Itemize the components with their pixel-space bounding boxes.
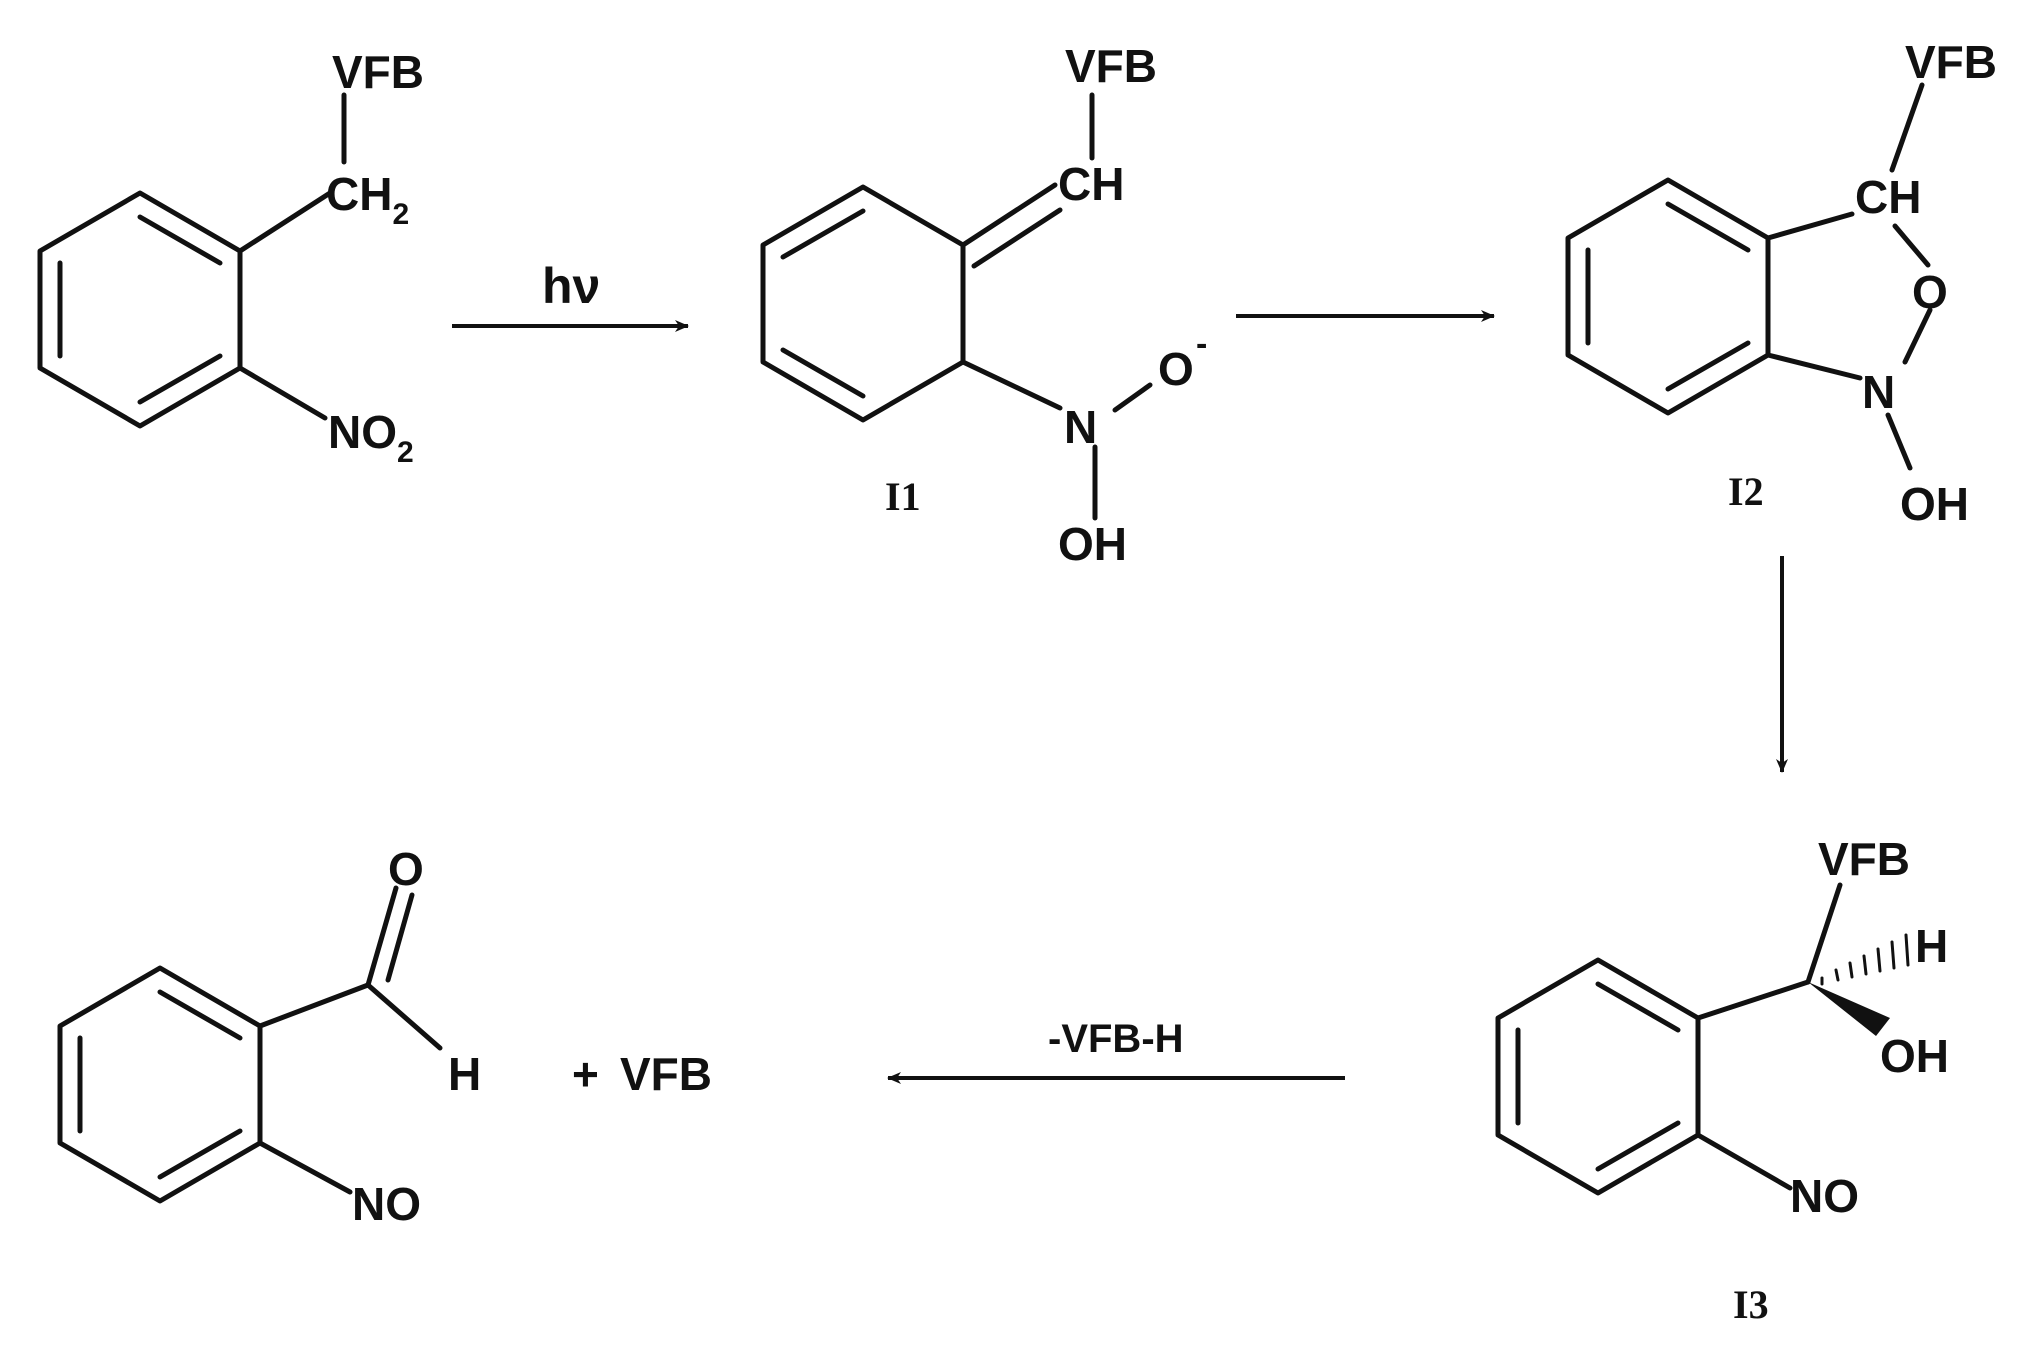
product-structure: O H NO (57, 843, 481, 1230)
intermediate-i3-structure: VFB H OH NO I3 (1495, 833, 1949, 1327)
product-h-label: H (448, 1048, 481, 1100)
i2-oh-label: OH (1900, 478, 1969, 530)
i3-hashed-wedge (1820, 933, 1910, 986)
vfb-h-condition-label: -VFB-H (1048, 1017, 1184, 1061)
i1-ch-label: CH (1058, 158, 1124, 210)
i3-no-label: NO (1790, 1170, 1859, 1222)
plus-sign: + (572, 1048, 599, 1100)
i2-o-label: O (1912, 266, 1948, 318)
i1-o-label: O (1158, 343, 1194, 395)
reactant-ch2-label: CH2 (326, 168, 409, 231)
i1-n-label: N (1064, 401, 1097, 453)
intermediate-i1-structure: VFB CH N O - OH I1 (760, 40, 1207, 570)
reactant-vfb-label: VFB (332, 46, 424, 98)
i1-oh-label: OH (1058, 518, 1127, 570)
i2-n-label: N (1862, 366, 1895, 418)
intermediate-i2-structure: VFB CH O N OH I2 (1565, 36, 1997, 530)
i3-bold-wedge (1808, 982, 1890, 1036)
i2-compound-label: I2 (1728, 469, 1764, 514)
arrow-step-1: hν (452, 258, 689, 332)
arrow-step-4: -VFB-H (887, 1017, 1345, 1084)
product-no-label: NO (352, 1178, 421, 1230)
i3-oh-label: OH (1880, 1030, 1949, 1082)
reactant-structure: VFB CH2 NO2 (37, 46, 424, 469)
product-o-label: O (388, 843, 424, 895)
reactant-no2-label: NO2 (328, 406, 414, 469)
i1-compound-label: I1 (885, 474, 921, 519)
i3-compound-label: I3 (1733, 1282, 1769, 1327)
byproduct-vfb-label: VFB (620, 1048, 712, 1100)
i3-vfb-label: VFB (1818, 833, 1910, 885)
i1-vfb-label: VFB (1065, 40, 1157, 92)
i3-h-label: H (1915, 920, 1948, 972)
i2-vfb-label: VFB (1905, 36, 1997, 88)
i2-ch-label: CH (1855, 171, 1921, 223)
i1-minus-label: - (1196, 325, 1207, 363)
hv-condition-label: hν (542, 258, 600, 314)
